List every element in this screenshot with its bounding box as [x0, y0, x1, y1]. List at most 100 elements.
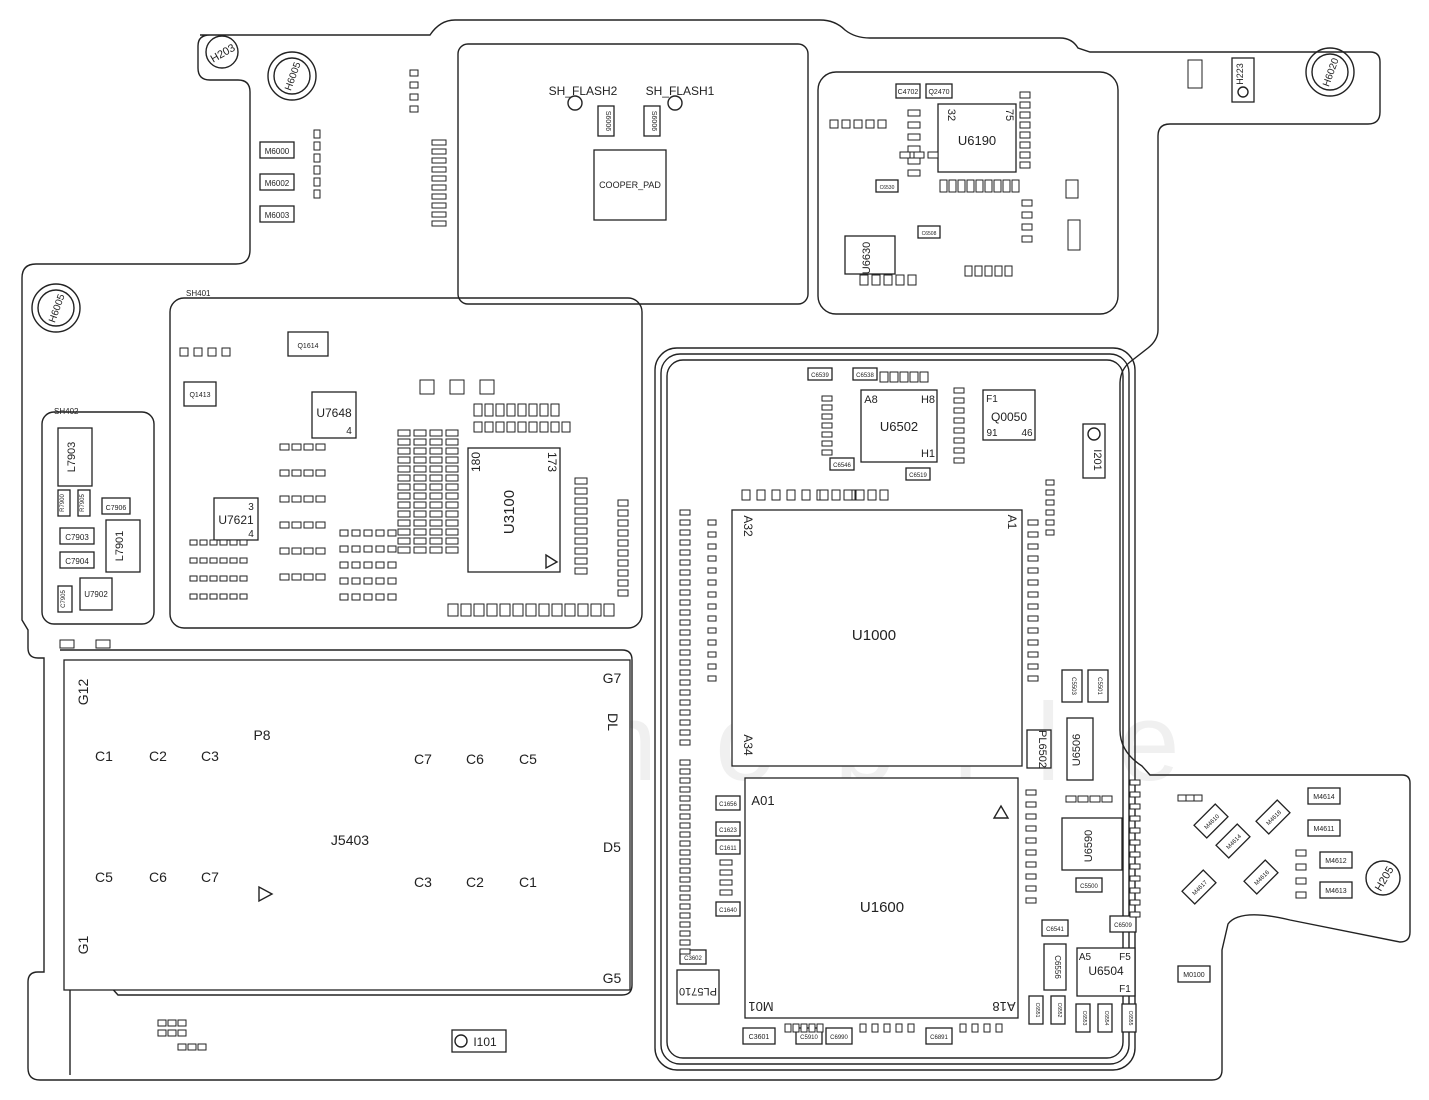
smd-pad — [679, 840, 691, 847]
pin-label: 46 — [1021, 428, 1033, 439]
smd-pad — [957, 179, 966, 193]
smd-pad — [679, 549, 691, 556]
component-c7905 — [57, 585, 73, 613]
mounting-hole-icon — [1305, 47, 1355, 97]
component-c3601 — [742, 1027, 776, 1045]
smd-pad — [1101, 795, 1113, 803]
smd-pad — [413, 528, 427, 536]
smd-pad — [375, 561, 385, 569]
smd-pad — [199, 593, 208, 600]
smd-pad — [574, 477, 588, 485]
smd-pad — [429, 510, 443, 518]
smd-pad — [590, 603, 602, 617]
component-c4702 — [895, 83, 921, 99]
smd-pad — [679, 519, 691, 526]
smd-pad — [209, 575, 218, 582]
smd-pad — [409, 105, 419, 113]
smd-pad — [895, 274, 905, 286]
chip-u6502 — [860, 389, 938, 463]
smd-pad — [177, 1029, 187, 1037]
smd-pad — [429, 546, 443, 554]
component-label: C7906 — [106, 505, 127, 512]
smd-pad — [431, 166, 447, 173]
smd-pad — [564, 603, 576, 617]
smd-pad — [574, 487, 588, 495]
smd-pad — [907, 169, 921, 177]
component-m4614b — [1215, 823, 1251, 859]
smd-pad — [784, 1023, 792, 1033]
smd-pad — [756, 489, 766, 501]
smd-pad — [1129, 791, 1141, 798]
sh402-frame — [41, 411, 155, 625]
smd-pad — [953, 447, 965, 454]
pin1-marker-icon — [545, 553, 559, 570]
mounting-hole-icon — [267, 51, 317, 101]
smd-pad — [617, 529, 629, 537]
pin-label: A01 — [751, 793, 774, 808]
smd-pad — [229, 575, 238, 582]
smd-pad — [974, 265, 983, 277]
component-label: M4612 — [1325, 858, 1347, 865]
connector-g12: G12 — [75, 679, 91, 706]
smd-pad — [1129, 851, 1141, 858]
component-c1611 — [715, 839, 741, 855]
smd-pad — [719, 869, 733, 876]
smd-pad — [397, 501, 411, 509]
smd-pad — [397, 519, 411, 527]
smd-pad — [1065, 179, 1079, 199]
smd-pad — [829, 119, 839, 129]
smd-pad — [1295, 849, 1307, 857]
smd-pad — [800, 1023, 808, 1033]
component-label: C7905 — [61, 590, 67, 608]
smd-pad — [1129, 863, 1141, 870]
smd-pad — [431, 139, 447, 146]
smd-pad — [1025, 885, 1037, 892]
smd-pad — [1027, 627, 1039, 634]
component-c7904 — [59, 551, 95, 569]
pin-label: 75 — [1003, 109, 1015, 121]
component-label: C7904 — [65, 557, 89, 566]
component-label: Q1614 — [297, 343, 318, 350]
smd-pad — [1027, 567, 1039, 574]
smd-pad — [679, 804, 691, 811]
smd-pad — [679, 659, 691, 666]
smd-pad — [409, 81, 419, 89]
smd-pad — [397, 528, 411, 536]
smd-pad — [413, 465, 427, 473]
smd-pad — [209, 557, 218, 564]
smd-pad — [1025, 849, 1037, 856]
connector-pin: C3 — [414, 874, 432, 890]
component-label: C4702 — [898, 89, 919, 96]
component-label: C6556 — [1053, 955, 1062, 979]
component-label: C6530 — [880, 185, 895, 191]
hole-label: I201 — [1091, 449, 1103, 470]
smd-pad — [909, 371, 919, 383]
smd-pad — [339, 593, 349, 601]
smd-pad — [993, 179, 1002, 193]
smd-pad — [397, 438, 411, 446]
pin-label: A1 — [1005, 515, 1019, 530]
component-m0100 — [1177, 965, 1211, 983]
smd-pad — [574, 547, 588, 555]
smd-pad — [179, 347, 189, 357]
smd-pad — [291, 495, 302, 503]
smd-pad — [1025, 813, 1037, 820]
smd-pad — [867, 489, 877, 501]
smd-pad — [239, 557, 248, 564]
smd-pad — [1027, 543, 1039, 550]
component-c6891 — [925, 1027, 953, 1045]
smd-pad — [279, 547, 290, 555]
smd-pad — [413, 438, 427, 446]
smd-pad — [679, 629, 691, 636]
smd-pad — [617, 579, 629, 587]
smd-pad — [1025, 837, 1037, 844]
smd-pad — [413, 456, 427, 464]
connector-p8: P8 — [253, 727, 270, 743]
component-label: R7905 — [80, 494, 86, 512]
smd-pad — [679, 669, 691, 676]
smd-pad — [363, 529, 373, 537]
component-c6555 — [1121, 1003, 1137, 1033]
smd-pad — [966, 179, 975, 193]
chip-u6190 — [937, 103, 1017, 173]
